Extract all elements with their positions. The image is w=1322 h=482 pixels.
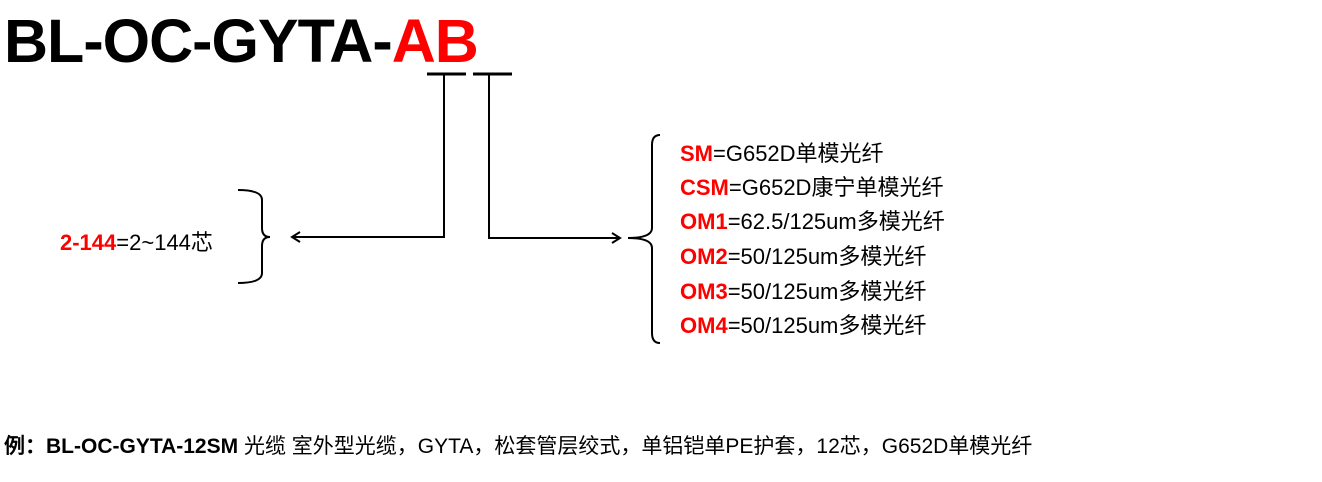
arrowhead-b: [611, 232, 622, 244]
fiber-type-item: OM4=50/125um多模光纤: [680, 312, 926, 340]
example-desc: 光缆 室外型光缆，GYTA，松套管层绞式，单铝铠单PE护套，12芯，G652D单…: [238, 435, 1033, 458]
core-count-code: 2-144: [60, 230, 117, 255]
fiber-code: OM3: [680, 279, 728, 304]
fiber-type-item: CSM=G652D康宁单模光纤: [680, 174, 943, 202]
fiber-type-item: SM=G652D单模光纤: [680, 140, 884, 168]
arrowhead-a: [290, 231, 301, 243]
example-label: 例：: [4, 435, 46, 458]
title-part-a: A: [391, 7, 436, 75]
fiber-desc: =50/125um多模光纤: [727, 313, 927, 338]
fiber-desc: =50/125um多模光纤: [727, 244, 927, 269]
fiber-code: SM: [680, 141, 713, 166]
core-count-label: 2-144=2~144芯: [60, 225, 213, 257]
fiber-code: OM1: [680, 209, 728, 234]
core-count-desc: =2~144芯: [116, 230, 213, 255]
fiber-code: OM2: [680, 244, 728, 269]
connector-b: [488, 74, 620, 239]
fiber-code: OM4: [680, 313, 728, 338]
connector-a: [292, 74, 445, 238]
left-brace: [237, 189, 271, 284]
fiber-type-item: OM1=62.5/125um多模光纤: [680, 208, 945, 236]
example-model: BL-OC-GYTA-12SM: [46, 435, 239, 458]
title-part-b: B: [434, 7, 479, 75]
fiber-code: CSM: [680, 175, 729, 200]
example-line: 例：BL-OC-GYTA-12SM 光缆 室外型光缆，GYTA，松套管层绞式，单…: [4, 430, 1032, 460]
fiber-desc: =G652D单模光纤: [713, 141, 884, 166]
fiber-desc: =50/125um多模光纤: [727, 279, 927, 304]
fiber-desc: =62.5/125um多模光纤: [727, 209, 945, 234]
model-title: BL-OC-GYTA-AB: [4, 6, 479, 76]
fiber-type-item: OM3=50/125um多模光纤: [680, 278, 926, 306]
fiber-desc: =G652D康宁单模光纤: [728, 175, 944, 200]
title-prefix: BL-OC-GYTA-: [4, 7, 393, 75]
right-brace: [627, 134, 661, 344]
fiber-type-item: OM2=50/125um多模光纤: [680, 243, 926, 271]
